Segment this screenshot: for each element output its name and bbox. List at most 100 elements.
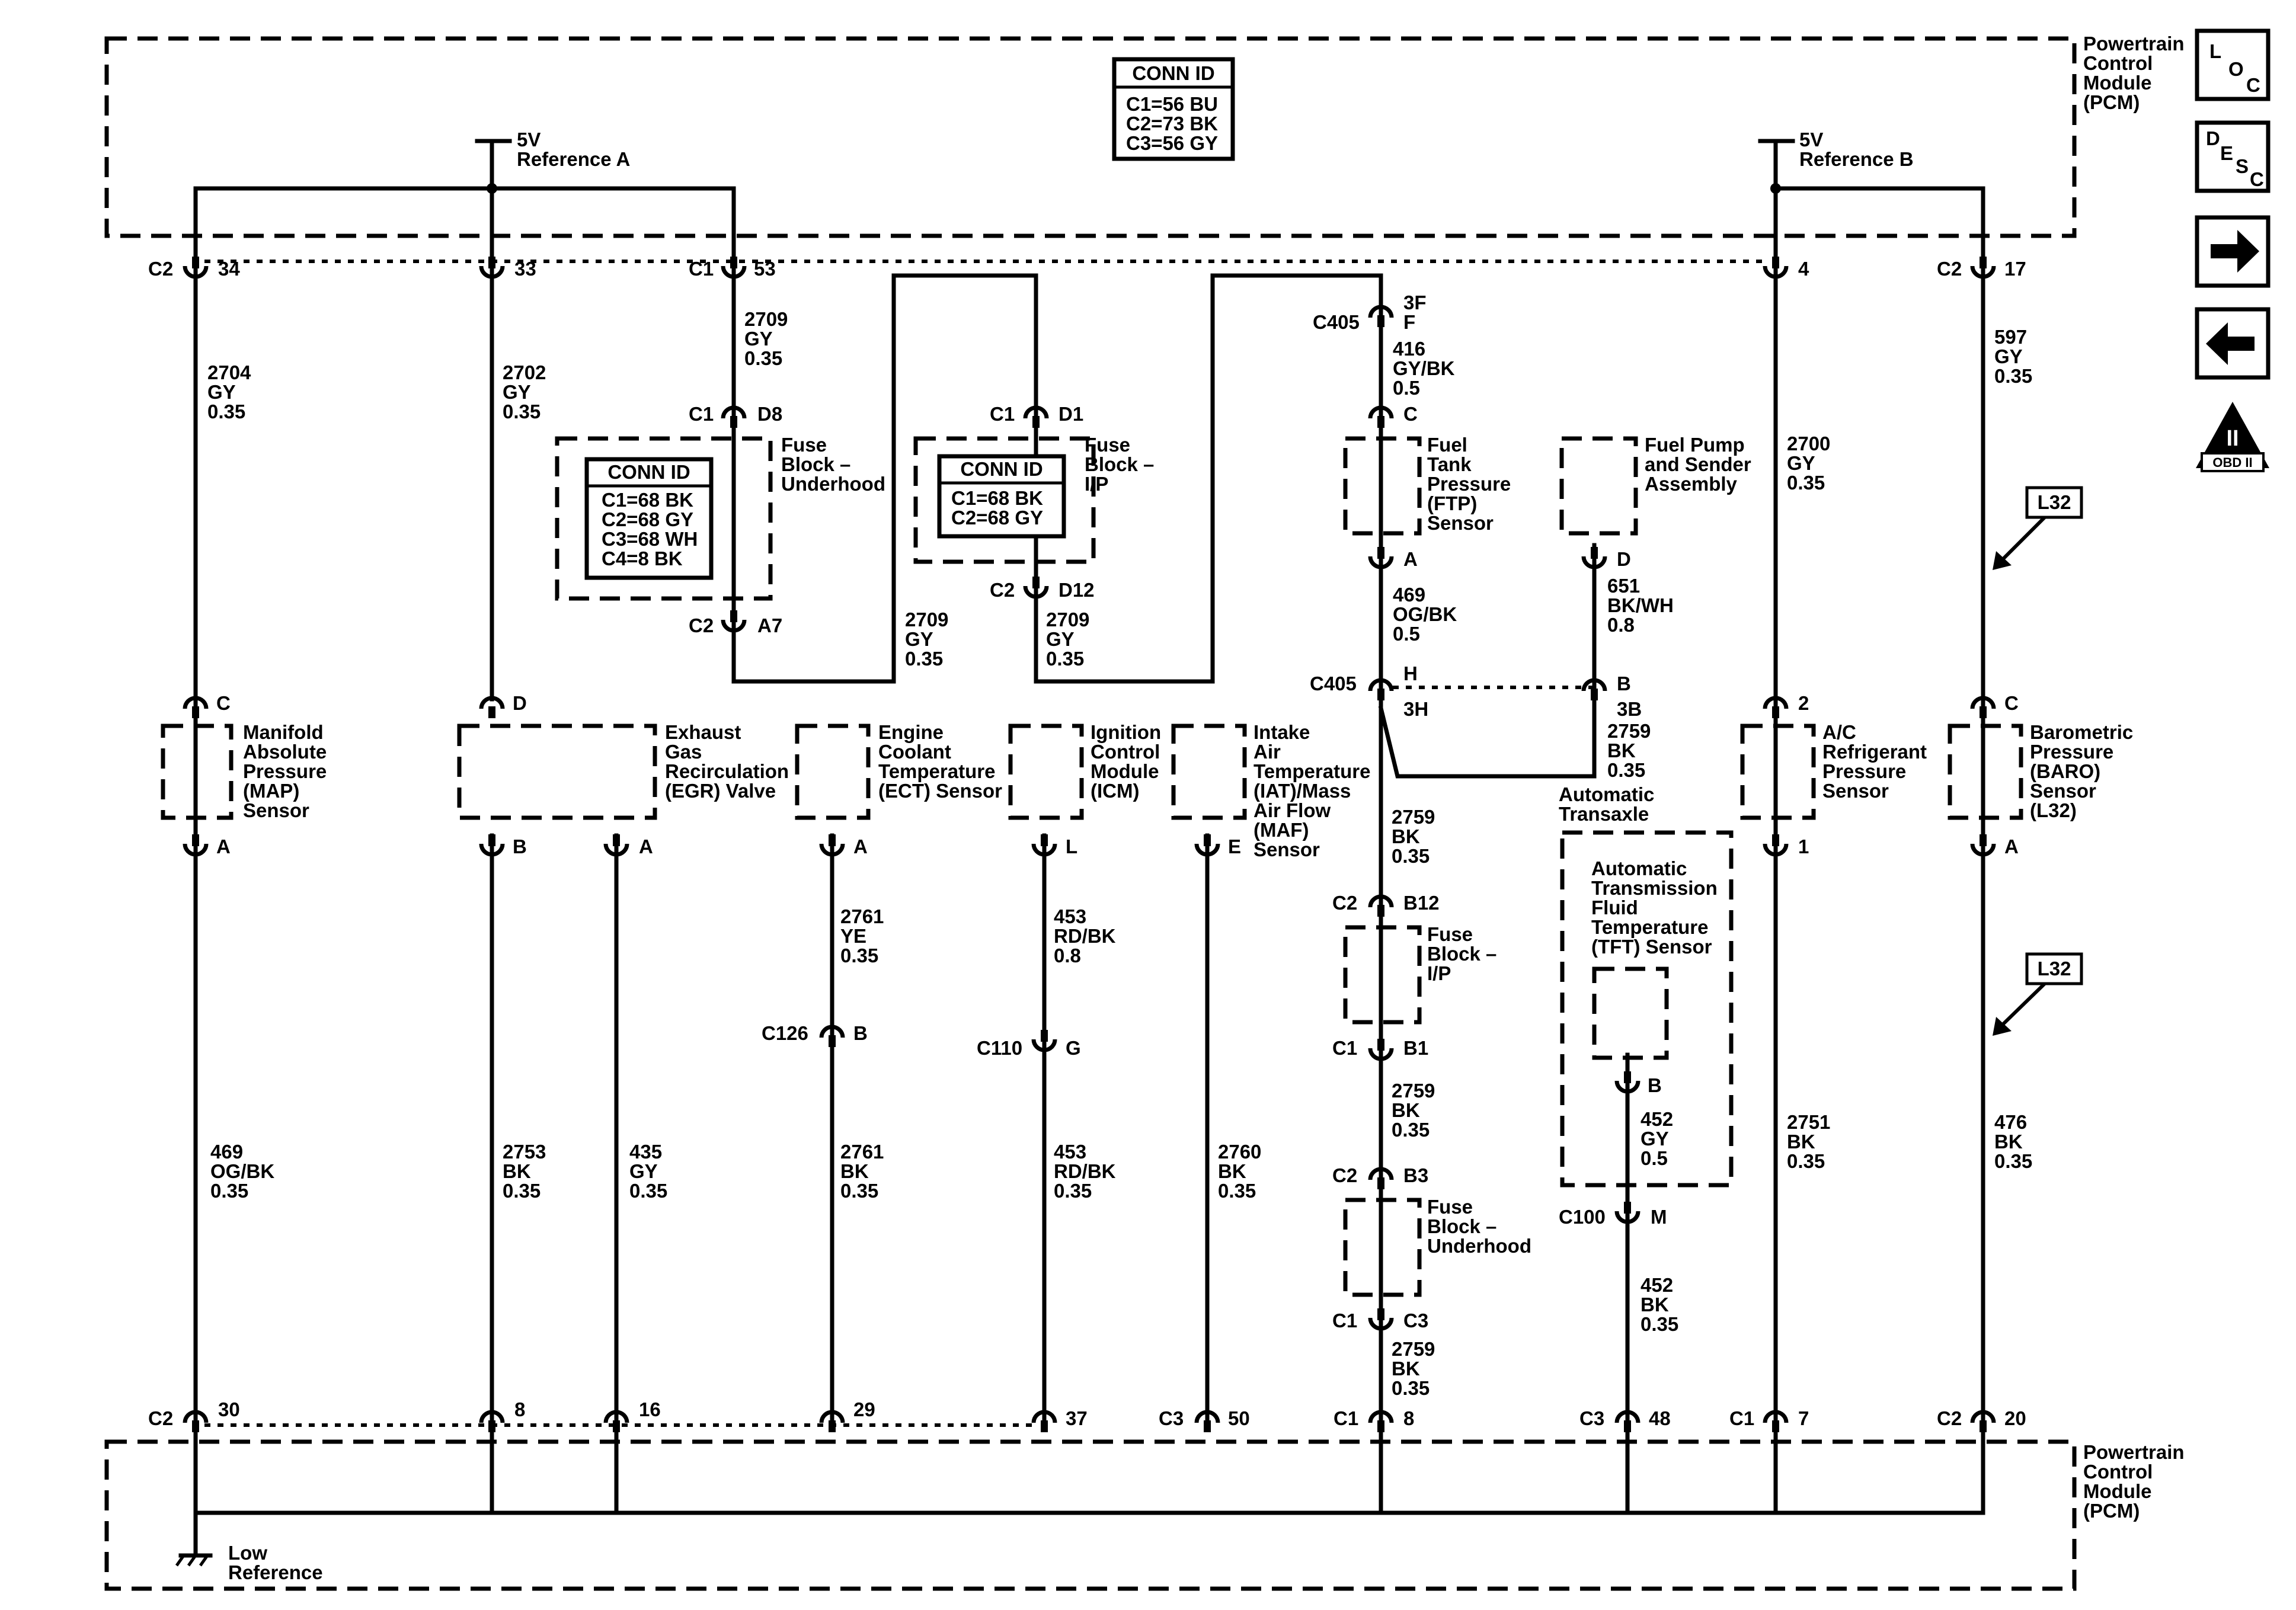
connector-pin — [1032, 577, 1040, 588]
svg-text:H: H — [1403, 662, 1418, 684]
egr-valve-box — [457, 724, 657, 820]
svg-text:A7: A7 — [757, 614, 782, 636]
connector-pin — [488, 257, 495, 268]
svg-text:651: 651 — [1607, 575, 1640, 597]
svg-text:L: L — [2209, 40, 2221, 62]
connector-terminal — [1368, 405, 1394, 419]
svg-text:Engine: Engine — [878, 721, 944, 743]
svg-text:C126: C126 — [762, 1022, 808, 1044]
svg-text:B: B — [853, 1022, 868, 1044]
connector-pin — [1377, 689, 1384, 700]
fuse-block-underhood-label: Fuse Block – Underhood — [781, 434, 885, 495]
svg-text:(MAF): (MAF) — [1253, 819, 1309, 841]
svg-text:0.8: 0.8 — [1607, 614, 1635, 636]
svg-text:Manifold: Manifold — [243, 721, 324, 743]
svg-text:C1: C1 — [689, 403, 714, 425]
arrow-right-icon[interactable] — [2195, 215, 2271, 288]
svg-text:F: F — [1403, 311, 1415, 333]
auto-transaxle-label: Automatic Transaxle — [1559, 783, 1654, 825]
svg-text:5V: 5V — [517, 129, 541, 151]
pin-labels-components: C A D B A A L E 2 1 C A — [216, 692, 2019, 857]
svg-text:0.35: 0.35 — [503, 1180, 541, 1202]
connector-terminal — [1970, 1410, 1996, 1423]
connector-pin — [488, 1420, 495, 1432]
obd-ii-icon[interactable]: II OBD II — [2196, 402, 2269, 472]
connector-pin — [1980, 834, 1987, 846]
low-reference-label: Low Reference — [228, 1542, 323, 1583]
connector-terminal — [183, 265, 209, 279]
pin-labels-fuse-blocks: C1 D8 C2 A7 C1 D1 C2 D12 — [689, 403, 1095, 636]
connector-pin — [1377, 1177, 1384, 1189]
svg-text:Sensor: Sensor — [1253, 838, 1320, 860]
svg-text:GY: GY — [744, 328, 773, 350]
svg-text:Pressure: Pressure — [2030, 741, 2113, 763]
svg-text:C3: C3 — [1403, 1310, 1428, 1331]
svg-text:C100: C100 — [1559, 1206, 1606, 1228]
svg-text:Fuse: Fuse — [781, 434, 827, 456]
wire-label-469a: 469 OG/BK 0.5 — [1393, 584, 1457, 645]
svg-text:Fuse: Fuse — [1085, 434, 1130, 456]
svg-text:Control: Control — [1091, 741, 1160, 763]
svg-text:C1: C1 — [1332, 1037, 1357, 1059]
svg-text:B: B — [1617, 673, 1631, 694]
svg-text:Air Flow: Air Flow — [1253, 799, 1331, 821]
arrow-left-icon[interactable] — [2195, 307, 2271, 380]
svg-text:48: 48 — [1649, 1407, 1671, 1429]
svg-text:A/C: A/C — [1822, 721, 1856, 743]
svg-text:Module: Module — [2083, 72, 2151, 94]
connector-terminal — [1194, 843, 1220, 857]
tft-sensor-label: Automatic Transmission Fluid Temperature… — [1591, 857, 1718, 958]
svg-text:0.35: 0.35 — [1787, 472, 1825, 494]
svg-text:BK: BK — [1994, 1131, 2023, 1153]
wire-label-2759c: 2759 BK 0.35 — [1392, 1080, 1435, 1141]
loc-icon[interactable]: L O C — [2195, 28, 2271, 101]
svg-text:2709: 2709 — [744, 308, 788, 330]
connector-terminal — [1031, 843, 1057, 857]
connector-terminal — [1368, 1048, 1394, 1061]
fuse-block-underhood-box — [555, 436, 773, 601]
svg-text:Control: Control — [2083, 1461, 2153, 1483]
svg-text:C2: C2 — [1332, 892, 1357, 914]
connector-glyphs — [183, 257, 1996, 1432]
fuse-block-underhood-2-box — [1343, 1198, 1422, 1297]
svg-text:BK: BK — [1787, 1131, 1815, 1153]
pcm-top-box — [104, 36, 2077, 238]
iat-maf-box — [1171, 724, 1247, 820]
svg-text:2709: 2709 — [1046, 609, 1089, 630]
connector-pin — [1041, 834, 1048, 846]
svg-text:OBD II: OBD II — [2212, 455, 2252, 470]
svg-text:(PCM): (PCM) — [2083, 1500, 2140, 1522]
fuel-pump-box — [1559, 436, 1638, 536]
connector-terminal — [1763, 265, 1789, 279]
wire-label-2709b: 2709 GY 0.35 — [905, 609, 948, 670]
connector-terminal — [1614, 1211, 1641, 1224]
ftp-sensor-box — [1343, 436, 1422, 536]
wire-label-452a: 452 GY 0.5 — [1641, 1108, 1673, 1169]
fuse-block-ip-label: Fuse Block – I/P — [1085, 434, 1154, 495]
desc-icon[interactable]: D E S C — [2195, 120, 2271, 193]
connector-pin — [488, 834, 495, 846]
svg-text:Absolute: Absolute — [243, 741, 327, 763]
svg-text:Fuse: Fuse — [1427, 1196, 1473, 1218]
svg-text:C4=8 BK: C4=8 BK — [602, 548, 683, 569]
svg-text:GY: GY — [207, 381, 236, 403]
svg-text:0.35: 0.35 — [1392, 1377, 1430, 1399]
svg-text:RD/BK: RD/BK — [1054, 925, 1116, 947]
svg-text:C3=68 WH: C3=68 WH — [602, 528, 698, 550]
connector-pin — [1980, 706, 1987, 718]
wire-label-2751: 2751 BK 0.35 — [1787, 1111, 1830, 1172]
svg-text:G: G — [1066, 1037, 1081, 1059]
svg-text:BK: BK — [1392, 1099, 1420, 1121]
connector-terminal — [479, 265, 505, 279]
svg-text:37: 37 — [1066, 1407, 1088, 1429]
svg-text:2753: 2753 — [503, 1141, 546, 1163]
svg-text:0.5: 0.5 — [1641, 1147, 1668, 1169]
svg-text:C: C — [2246, 74, 2260, 96]
wire-label-453b: 453 RD/BK 0.35 — [1054, 1141, 1116, 1202]
connector-pin — [1377, 1308, 1384, 1320]
svg-text:E: E — [1228, 836, 1241, 857]
svg-text:S: S — [2236, 155, 2249, 177]
pin-labels-top: C2 34 33 C1 53 4 C2 17 — [148, 258, 2026, 280]
connector-terminal — [1368, 678, 1394, 692]
svg-text:C1: C1 — [1729, 1407, 1754, 1429]
